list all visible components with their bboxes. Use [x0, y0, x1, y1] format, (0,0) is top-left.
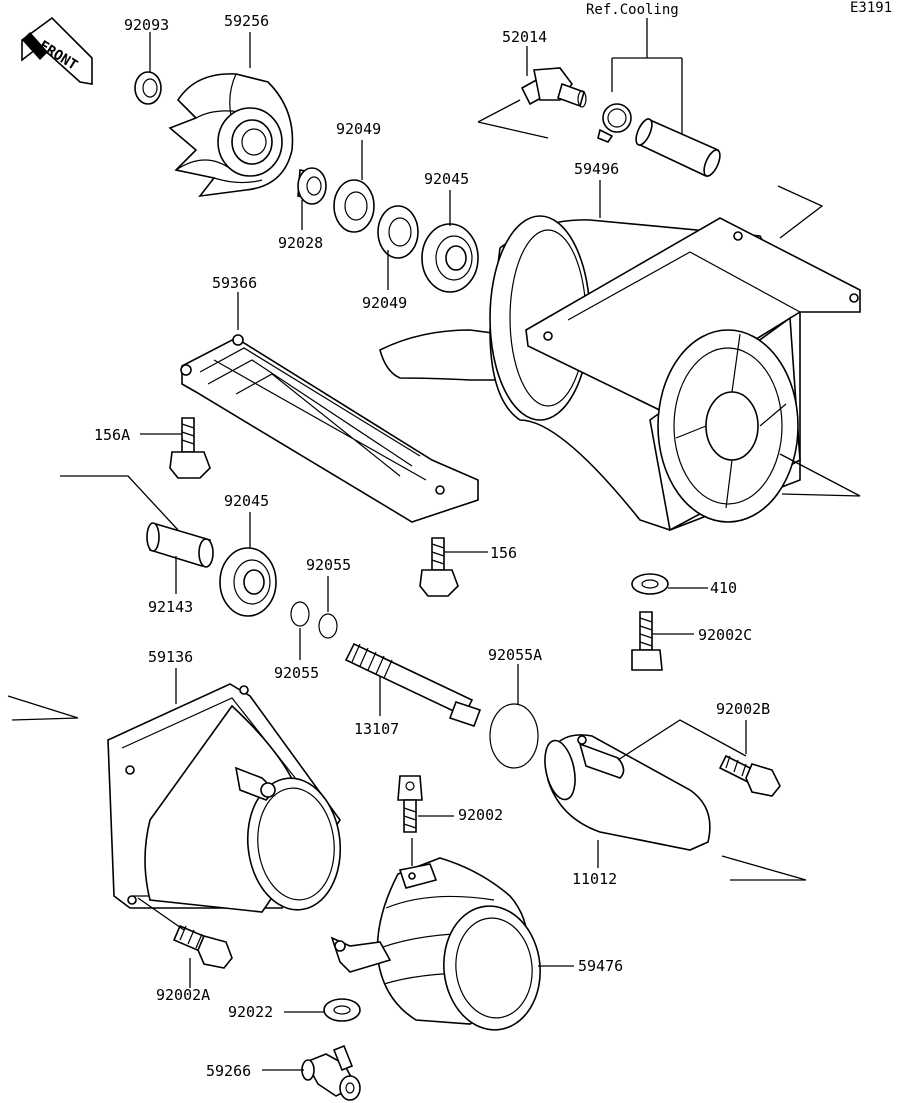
part-label: 59256 — [224, 12, 269, 30]
bolt-156 — [419, 537, 459, 597]
steering-nozzle-11012 — [544, 734, 711, 851]
part-label: 92002 — [458, 806, 503, 824]
o-ring-92055A — [489, 703, 539, 769]
part-label: 92002C — [698, 626, 752, 644]
oil-seal-92049-upper — [333, 179, 375, 233]
o-ring-92055-a — [318, 613, 338, 639]
part-label: 92049 — [336, 120, 381, 138]
part-label: 92093 — [124, 16, 169, 34]
fitting-59266 — [301, 1044, 361, 1101]
ball-bearing-92045-lower — [219, 547, 277, 617]
part-label: 92002A — [156, 986, 210, 1004]
part-label: 59476 — [578, 957, 623, 975]
part-label: 92002B — [716, 700, 770, 718]
ball-bearing-92045-upper — [421, 223, 479, 293]
part-label: 11012 — [572, 870, 617, 888]
part-label: 92049 — [362, 294, 407, 312]
part-label: 156A — [94, 426, 130, 444]
leader-52014 — [477, 46, 549, 139]
ref-line-92002A — [137, 897, 185, 931]
ref-line-11012-b — [721, 855, 807, 881]
elbow-fitting-52014 — [520, 67, 587, 108]
figure-code: E3191 — [850, 0, 892, 16]
plate-59366 — [180, 334, 479, 523]
part-label: 92055A — [488, 646, 542, 664]
part-label: 59496 — [574, 160, 619, 178]
ref-cooling-label: Ref.Cooling — [586, 2, 679, 18]
part-label: 59366 — [212, 274, 257, 292]
part-label: 92055 — [306, 556, 351, 574]
part-label: 92028 — [278, 234, 323, 252]
pump-bowl-59136 — [107, 683, 342, 913]
bolt-92002B — [718, 754, 781, 797]
part-label: 59266 — [206, 1062, 251, 1080]
bolt-156A — [169, 417, 211, 479]
bolt-92002A — [172, 924, 233, 969]
bolt-92002C — [631, 611, 663, 671]
ref-cooling-leader — [611, 18, 683, 135]
part-label: 156 — [490, 544, 517, 562]
impeller-59256 — [168, 73, 294, 198]
sleeve-92028 — [297, 167, 327, 205]
part-label: 92022 — [228, 1003, 273, 1021]
cooling-hose — [635, 118, 721, 178]
part-label: 59136 — [148, 648, 193, 666]
washer-410 — [631, 573, 669, 595]
part-label: 410 — [710, 579, 737, 597]
oil-seal-92049-lower — [377, 205, 419, 259]
collar-92143 — [146, 522, 214, 568]
hose-clamp — [597, 103, 632, 143]
part-label: 52014 — [502, 28, 547, 46]
pump-case-59496 — [379, 215, 861, 532]
part-label: 13107 — [354, 720, 399, 738]
part-label: 92045 — [224, 492, 269, 510]
nozzle-body-59476 — [330, 857, 541, 1031]
ref-line-11012-a — [617, 719, 747, 761]
bolt-92002 — [397, 775, 423, 833]
ref-line-59496-top — [777, 185, 824, 239]
part-label: 92143 — [148, 598, 193, 616]
washer-92022 — [323, 998, 361, 1022]
part-label: 92055 — [274, 664, 319, 682]
drive-shaft-13107 — [344, 642, 482, 728]
ref-line-92143 — [60, 475, 179, 531]
part-label: 92045 — [424, 170, 469, 188]
ref-line-59136 — [7, 695, 79, 721]
washer-92093 — [134, 71, 162, 105]
o-ring-92055-b — [290, 601, 310, 627]
ref-line-59496-bottom — [779, 453, 861, 497]
front-arrow-icon: FRONT — [21, 16, 93, 85]
